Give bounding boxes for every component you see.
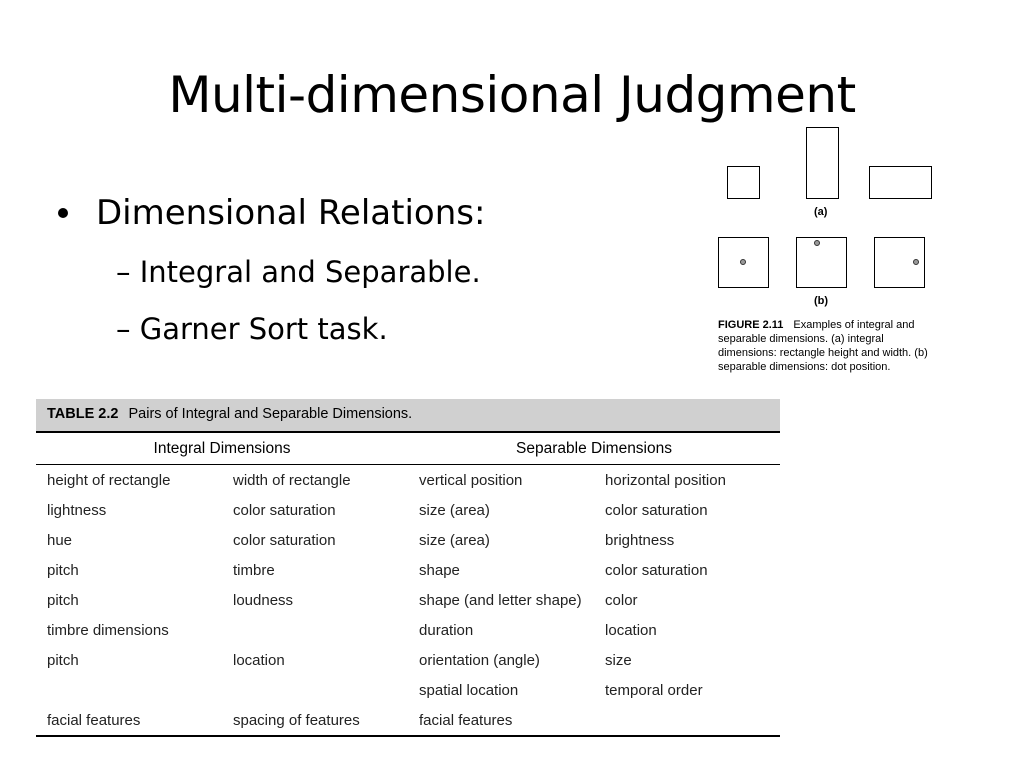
table-cell: lightness — [47, 502, 107, 519]
dot-square-left — [718, 237, 769, 288]
table-cell: timbre — [233, 562, 275, 579]
table-cell: loudness — [233, 592, 294, 609]
dot-marker-icon — [814, 240, 820, 246]
table-cell: height of rectangle — [47, 472, 171, 489]
table-row: timbre dimensions duration location — [36, 615, 780, 645]
dot-square-right — [874, 237, 925, 288]
table-cell: color — [605, 592, 638, 609]
table-cell: facial features — [408, 705, 595, 737]
wide-rectangle-shape — [869, 166, 932, 199]
table-cell: pitch — [47, 562, 79, 579]
table-cell — [222, 615, 408, 645]
table-row: pitch timbre shape color saturation — [36, 555, 780, 585]
bullet-text: Dimensional Relations: — [96, 193, 486, 233]
table-caption: TABLE 2.2 Pairs of Integral and Separabl… — [36, 399, 780, 433]
square-shape — [727, 166, 760, 199]
table-cell: color saturation — [605, 562, 708, 579]
table-cell — [36, 675, 222, 705]
table-cell: brightness — [605, 532, 675, 549]
table-cell: shape — [419, 562, 460, 579]
table-cell: location — [233, 652, 285, 669]
table-cell: hue — [47, 532, 73, 549]
table-cell: color saturation — [233, 532, 336, 549]
table-row: height of rectangle width of rectangle ver… — [36, 465, 780, 496]
table-cell: size (area) — [419, 532, 490, 549]
table-cell: size — [605, 652, 632, 669]
table-cell: duration — [419, 622, 474, 639]
header-separable: Separable Dimensions — [408, 433, 781, 465]
table-cell — [222, 675, 408, 705]
bullet-item: Dimensional Relations: — [58, 190, 485, 236]
table-cell: pitch — [47, 592, 79, 609]
table-cell: temporal order — [605, 682, 703, 699]
panel-a-label: (a) — [814, 206, 828, 218]
table-row: spatial location temporal order — [36, 675, 780, 705]
bullet-dot-icon — [58, 208, 68, 218]
table-row: lightness color saturation size (area) colo… — [36, 495, 780, 525]
subbullet-integral-separable: – Integral and Separable. — [116, 255, 481, 289]
table-cell: width of rectangle — [233, 472, 351, 489]
table-cell — [594, 705, 781, 737]
header-integral: Integral Dimensions — [36, 433, 409, 465]
table-row: hue color saturation size (area) brightness — [36, 525, 780, 555]
table-cell: color saturation — [233, 502, 336, 519]
tall-rectangle-shape — [806, 127, 839, 199]
table-cell: spatial location — [419, 682, 519, 699]
panel-b-label: (b) — [814, 295, 829, 307]
figure-caption-label: FIGURE 2.11 — [718, 319, 784, 331]
dot-square-middle — [796, 237, 847, 288]
dot-marker-icon — [740, 259, 746, 265]
dimensions-table: TABLE 2.2 Pairs of Integral and Separabl… — [36, 399, 781, 737]
bullet-list: Dimensional Relations: – Integral and Se… — [58, 190, 485, 349]
slide-title: Multi-dimensional Judgment — [168, 66, 856, 124]
dot-marker-icon — [913, 259, 919, 265]
table-cell: facial features — [36, 705, 222, 737]
table-label: TABLE 2.2 — [47, 406, 119, 422]
table-row: pitch loudness shape (and letter shape) col… — [36, 585, 780, 615]
table-grid: Integral Dimensions Separable Dimensions… — [36, 433, 781, 737]
table-cell: timbre dimensions — [47, 622, 169, 639]
figure-caption-text: Examples of integral and separable dimen… — [718, 319, 928, 373]
table-cell: spacing of features — [222, 705, 409, 737]
table-cell: vertical position — [419, 472, 523, 489]
table-title: Pairs of Integral and Separable Dimensio… — [128, 406, 413, 422]
table-cell: orientation (angle) — [419, 652, 540, 669]
table-row: pitch location orientation (angle) size — [36, 645, 780, 675]
table-cell: location — [605, 622, 657, 639]
table-cell: color saturation — [605, 502, 708, 519]
table-cell: shape (and letter shape) — [419, 592, 582, 609]
table-cell: horizontal position — [605, 472, 726, 489]
table-cell: pitch — [47, 652, 79, 669]
table-header-row: Integral Dimensions Separable Dimensions — [36, 433, 781, 465]
table-cell: size (area) — [419, 502, 490, 519]
subbullet-garner-sort: – Garner Sort task. — [116, 312, 388, 346]
